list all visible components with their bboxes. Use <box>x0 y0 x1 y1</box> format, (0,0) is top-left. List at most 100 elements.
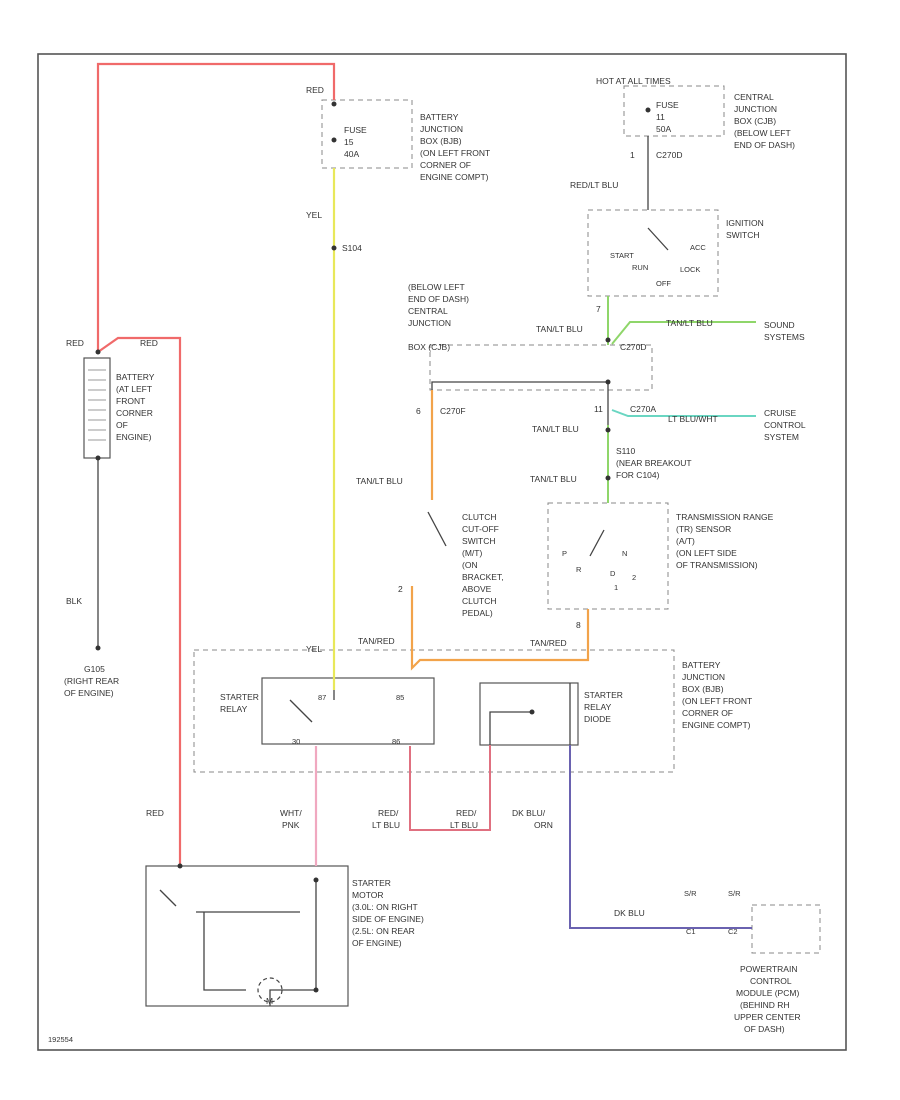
figure-id: 192554 <box>48 1035 73 1044</box>
pcm-housing <box>751 904 821 954</box>
starter-motor-armature <box>257 977 283 1003</box>
ignition-switch-contact <box>647 227 669 251</box>
label-relay-86: 86 <box>392 737 400 746</box>
label-tr-p: P <box>562 549 567 558</box>
label-blk: BLK <box>66 596 82 606</box>
tr-sensor-housing <box>547 502 669 610</box>
wire-blk-diode-internal <box>489 711 532 745</box>
label-bjb-top-4: (ON LEFT FRONT <box>420 148 490 158</box>
label-fuse-bjb-amp: 40A <box>344 149 359 159</box>
label-bjb-bot-4: (ON LEFT FRONT <box>682 696 752 706</box>
label-starter-relay-1: STARTER <box>220 692 259 702</box>
label-motor-5: (2.5L: ON REAR <box>352 926 415 936</box>
bjb-fuse-housing <box>321 99 413 169</box>
label-motor-2: MOTOR <box>352 890 383 900</box>
label-diode-2: RELAY <box>584 702 612 712</box>
label-pcm-5: UPPER CENTER <box>734 1012 801 1022</box>
label-c270f: C270F <box>440 406 466 416</box>
label-motor-3: (3.0L: ON RIGHT <box>352 902 418 912</box>
label-red-motor: RED <box>146 808 164 818</box>
wire-ltbluwht-to-cruise <box>611 409 756 417</box>
label-battery-2: (AT LEFT <box>116 384 152 394</box>
label-tr-3: (A/T) <box>676 536 695 546</box>
label-motor-m: M <box>266 996 273 1006</box>
label-ign-2: SWITCH <box>726 230 760 240</box>
cjb-mid-housing <box>429 344 653 391</box>
label-redltblu-a2: LT BLU <box>372 820 400 830</box>
label-clutch-7: ABOVE <box>462 584 492 594</box>
label-fuse-cjb: FUSE <box>656 100 679 110</box>
label-diode-1: STARTER <box>584 690 623 700</box>
label-s110-note-1: (NEAR BREAKOUT <box>616 458 692 468</box>
label-pcm-6: OF DASH) <box>744 1024 785 1034</box>
label-pcm-1: POWERTRAIN <box>740 964 797 974</box>
label-cjb-top-3: BOX (CJB) <box>734 116 776 126</box>
label-clutch-5: (ON <box>462 560 478 570</box>
label-clutch-8: CLUTCH <box>462 596 496 606</box>
label-ign-lock: LOCK <box>680 265 700 274</box>
label-pin-6: 6 <box>416 406 421 416</box>
wire-tanltblu-to-sound <box>611 321 756 345</box>
label-ign-start: START <box>610 251 634 260</box>
label-bjb-top-2: JUNCTION <box>420 124 463 134</box>
label-bjb-top-5: CORNER OF <box>420 160 471 170</box>
label-bjb-bot-5: CORNER OF <box>682 708 733 718</box>
label-tr-n: N <box>622 549 627 558</box>
label-whtpnk-2: PNK <box>282 820 300 830</box>
label-clutch-3: SWITCH <box>462 536 496 546</box>
wire-blk-motor-left <box>203 912 246 991</box>
wire-redltblu-relay-to-diode <box>409 745 491 831</box>
label-bjb-top-6: ENGINE COMPT) <box>420 172 489 182</box>
label-cjb-mid-4: JUNCTION <box>408 318 451 328</box>
diagram-frame <box>37 53 847 1051</box>
label-tr-r: R <box>576 565 582 574</box>
label-sound-2: SYSTEMS <box>764 332 805 342</box>
label-yel-relay: YEL <box>306 644 322 654</box>
starter-motor-box <box>145 865 349 1007</box>
label-battery-4: CORNER <box>116 408 153 418</box>
label-dkbluorn-1: DK BLU/ <box>512 808 546 818</box>
label-tr-2: (TR) SENSOR <box>676 524 731 534</box>
label-tanltblu-4: TAN/LT BLU <box>356 476 403 486</box>
label-relay-85: 85 <box>396 693 404 702</box>
ignition-switch-housing <box>587 209 719 297</box>
starter-relay-diode-box <box>479 682 579 746</box>
wire-red-battery-to-starter <box>97 336 182 866</box>
label-tanltblu-1: TAN/LT BLU <box>536 324 583 334</box>
label-pcm-4: (BEHIND RH <box>740 1000 790 1010</box>
label-tanltblu-3: TAN/LT BLU <box>530 474 577 484</box>
starter-motor-switch <box>159 889 177 907</box>
label-battery-5: OF <box>116 420 128 430</box>
label-relay-30: 30 <box>292 737 300 746</box>
label-relay-87: 87 <box>318 693 326 702</box>
label-yel: YEL <box>306 210 322 220</box>
label-cjb-mid-5: BOX (CJB) <box>408 342 450 352</box>
label-clutch-2: CUT-OFF <box>462 524 499 534</box>
label-pin-2: 2 <box>398 584 403 594</box>
relay-contact-switch <box>289 699 313 723</box>
label-cjb-top-5: END OF DASH) <box>734 140 795 150</box>
label-cjb-top-2: JUNCTION <box>734 104 777 114</box>
label-ltbluwht: LT BLU/WHT <box>668 414 718 424</box>
label-clutch-6: BRACKET, <box>462 572 504 582</box>
label-tr-d: D <box>610 569 616 578</box>
label-clutch-9: PEDAL) <box>462 608 493 618</box>
label-bjb-top-1: BATTERY <box>420 112 459 122</box>
label-bjb-bot-3: BOX (BJB) <box>682 684 724 694</box>
label-c270a: C270A <box>630 404 656 414</box>
label-redltblu-b2: LT BLU <box>450 820 478 830</box>
label-tr-4: (ON LEFT SIDE <box>676 548 737 558</box>
label-diode-3: DIODE <box>584 714 611 724</box>
clutch-switch-contact <box>427 511 447 547</box>
label-battery-3: FRONT <box>116 396 145 406</box>
wire-blk-cjb-branch <box>431 381 609 390</box>
label-pcm-sr1: S/R <box>684 889 697 898</box>
label-cruise-1: CRUISE <box>764 408 796 418</box>
label-red-batt2: RED <box>140 338 158 348</box>
label-fuse-bjb: FUSE <box>344 125 367 135</box>
label-tanltblu-sound: TAN/LT BLU <box>666 318 713 328</box>
label-motor-1: STARTER <box>352 878 391 888</box>
label-s110-note-2: FOR C104) <box>616 470 660 480</box>
label-cjb-top-4: (BELOW LEFT <box>734 128 791 138</box>
